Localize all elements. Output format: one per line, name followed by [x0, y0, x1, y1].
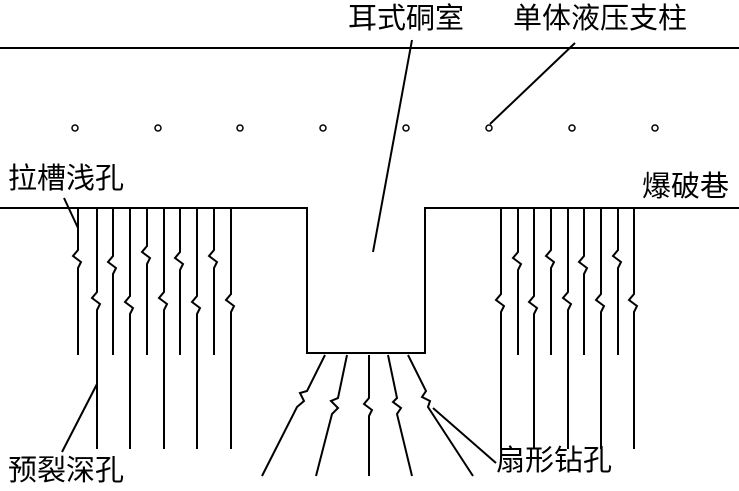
fan-drill-hole [387, 354, 413, 477]
fan-drill-hole [407, 354, 474, 477]
presplit-deep-hole [561, 208, 573, 449]
slot-shallow-holes-label: 拉槽浅孔 [8, 161, 125, 195]
hydraulic-prop [651, 124, 659, 132]
presplit-deep-holes-label: 预裂深孔 [8, 453, 125, 487]
ear-chamber-label: 耳式硐室 [348, 1, 465, 35]
blasting-roadway-label: 爆破巷 [642, 169, 730, 203]
fan-drill-holes-label: 扇形钻孔 [496, 443, 613, 477]
hydraulic-prop [568, 124, 576, 132]
shallow-slot-hole [71, 208, 83, 355]
shallow-slot-hole [511, 208, 523, 355]
hydraulic-prop [236, 124, 244, 132]
shallow-slot-hole [106, 208, 118, 355]
presplit-deep-hole [594, 208, 606, 449]
presplit-deep-hole [627, 208, 639, 449]
left-borehole-group [71, 208, 236, 449]
fan-drill-hole [315, 354, 348, 477]
shallow-slot-hole [577, 208, 589, 355]
presplit-deep-hole [90, 208, 102, 449]
roadway-outline [0, 207, 739, 354]
hydraulic-prop [71, 124, 79, 132]
hydraulic-prop [319, 124, 327, 132]
slot-shallow-holes-leader [63, 197, 79, 229]
presplit-deep-holes-leader [61, 383, 98, 453]
presplit-deep-hole [224, 208, 236, 449]
presplit-deep-hole [157, 208, 169, 449]
right-borehole-group [494, 208, 639, 449]
shallow-slot-hole [207, 208, 219, 355]
fan-drill-holes-leader [432, 407, 497, 464]
hydraulic-prop-label: 单体液压支柱 [513, 1, 688, 35]
presplit-deep-hole [190, 208, 202, 449]
fan-drill-hole [261, 354, 326, 477]
hydraulic-prop [402, 124, 410, 132]
shallow-slot-hole [611, 208, 623, 355]
presplit-deep-hole [527, 208, 539, 449]
ear-chamber-leader [372, 39, 413, 253]
fan-drill-hole [362, 355, 374, 476]
hydraulic-prop-leader [489, 42, 576, 125]
shallow-slot-hole [544, 208, 556, 355]
shallow-slot-hole [140, 208, 152, 355]
hydraulic-prop [154, 124, 162, 132]
hydraulic-prop [485, 124, 493, 132]
hydraulic-props [71, 124, 659, 132]
presplit-deep-hole [123, 208, 135, 449]
presplit-deep-hole [494, 208, 506, 449]
fan-borehole-group [261, 354, 474, 477]
shallow-slot-hole [173, 208, 185, 355]
